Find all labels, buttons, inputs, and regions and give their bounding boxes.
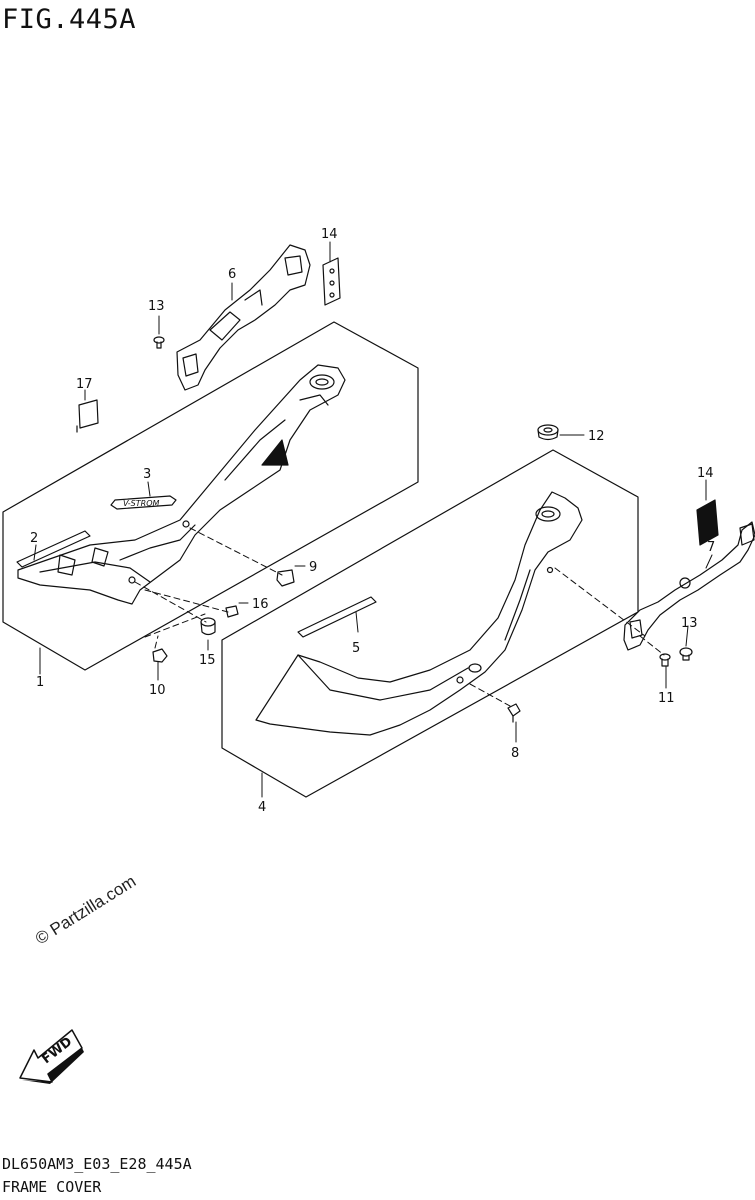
part-16-screw[interactable] (225, 605, 239, 618)
leader-lines (33, 241, 713, 798)
emblem-text: V-STROM (123, 499, 159, 508)
part-7-bracket[interactable] (623, 521, 755, 651)
callout-6: 6 (228, 267, 236, 282)
figure-name: FRAME COVER (2, 1178, 102, 1196)
fwd-arrow-icon: FWD (19, 1029, 84, 1084)
callout-3: 3 (143, 467, 151, 482)
callout-11: 11 (658, 691, 675, 706)
part-9-grommet[interactable] (276, 569, 295, 587)
callout-14-upper: 14 (321, 227, 338, 242)
part-12-grommet[interactable] (537, 424, 559, 441)
right-frame-cover[interactable] (255, 491, 583, 736)
callout-7: 7 (707, 540, 715, 555)
callout-2: 2 (30, 531, 38, 546)
watermark: © Partzilla.com (32, 872, 139, 949)
part-5-strip[interactable] (297, 596, 377, 638)
callout-labels: 1 2 3 4 5 6 7 8 9 10 11 12 13 13 14 14 1… (30, 227, 715, 815)
part-14-plate-upper[interactable] (322, 257, 341, 306)
callout-10: 10 (149, 683, 166, 698)
part-3-emblem[interactable]: V-STROM (110, 495, 177, 510)
part-6-bracket[interactable] (176, 244, 311, 391)
callout-8: 8 (511, 746, 519, 761)
part-11-screw[interactable] (659, 653, 671, 667)
part-13-screw-lower[interactable] (679, 647, 693, 661)
left-frame-cover[interactable] (17, 364, 346, 605)
part-10-nut[interactable] (152, 648, 168, 663)
callout-12: 12 (588, 429, 605, 444)
assembly-box-1 (2, 321, 419, 671)
part-13-screw-upper[interactable] (153, 336, 165, 349)
part-2-strip[interactable] (16, 530, 91, 568)
figure-title: FIG.445A (2, 4, 137, 35)
part-8-screw[interactable] (507, 703, 521, 723)
figure-code: DL650AM3_E03_E28_445A (2, 1155, 192, 1173)
callout-15: 15 (199, 653, 216, 668)
callout-4: 4 (258, 800, 266, 815)
callout-13-upper: 13 (148, 299, 165, 314)
part-17-tag[interactable] (76, 399, 99, 433)
assembly-box-4 (221, 449, 639, 798)
part-15-collar[interactable] (200, 617, 216, 636)
callout-9: 9 (309, 560, 317, 575)
callout-1: 1 (36, 675, 44, 690)
callout-14-lower: 14 (697, 466, 714, 481)
callout-17: 17 (76, 377, 93, 392)
callout-16: 16 (252, 597, 269, 612)
part-14-plate-lower[interactable] (696, 499, 719, 546)
callout-13-lower: 13 (681, 616, 698, 631)
callout-5: 5 (352, 641, 360, 656)
